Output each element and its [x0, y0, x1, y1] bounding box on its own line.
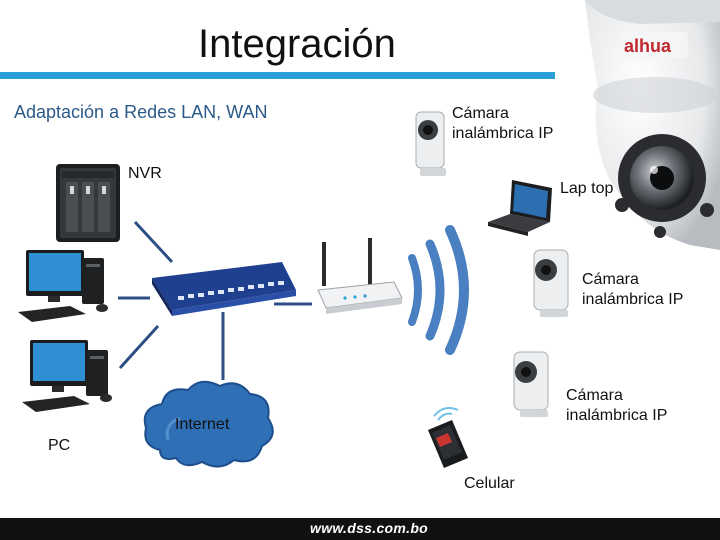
camera-top-line1: Cámara [452, 105, 509, 122]
brand-logo: alhua [624, 36, 672, 56]
camera-top-line2: inalámbrica IP [452, 125, 554, 142]
page-title: Integración [198, 22, 396, 66]
footer-url: www.dss.com.bo [310, 520, 429, 536]
phone-label: Celular [464, 475, 515, 492]
camera-mid-label: Cámara inalámbrica IP [582, 270, 683, 310]
internet-label: Internet [175, 416, 230, 433]
camera-mid-line2: inalámbrica IP [582, 291, 684, 308]
laptop-label: Lap top [560, 180, 614, 197]
nvr-label: NVR [128, 165, 162, 182]
camera-low-label: Cámara inalámbrica IP [566, 386, 667, 426]
pc-label: PC [48, 437, 71, 454]
camera-mid-line1: Cámara [582, 271, 639, 288]
line-nvr-switch [133, 220, 174, 264]
line-pc2-switch [118, 324, 160, 370]
footer-bar [0, 518, 720, 540]
camera-low-line2: inalámbrica IP [566, 407, 668, 424]
camera-low-line1: Cámara [566, 387, 623, 404]
title-underline [0, 72, 555, 79]
camera-top-label: Cámara inalámbrica IP [452, 104, 553, 144]
subtitle: Adaptación a Redes LAN, WAN [14, 102, 268, 122]
